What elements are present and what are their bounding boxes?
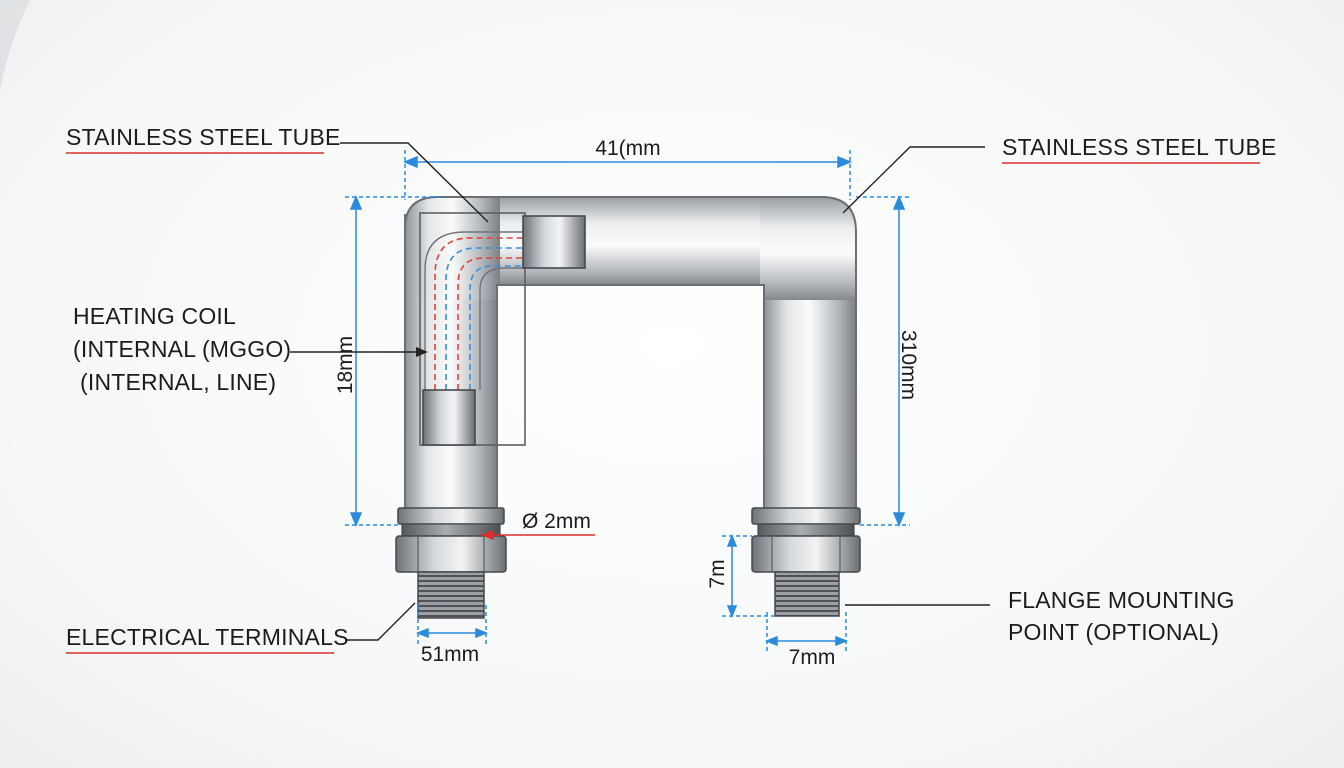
callout-coil-line-3: (INTERNAL, LINE) [80,369,276,395]
dim-left-thread-width: 51mm [421,643,479,666]
bottom-insulator-block [422,389,476,446]
callout-coil-line-1: HEATING COIL [73,303,236,329]
steel-tube [404,196,857,511]
callout-terminals: ELECTRICAL TERMINALS [66,624,349,650]
callout-flange-line-1: FLANGE MOUNTING [1008,587,1235,613]
right-fitting [751,507,861,617]
dimension-lines [345,150,910,652]
callout-tube-right: STAINLESS STEEL TUBE [1002,134,1277,160]
dim-right-height: 310mm [897,330,920,400]
corner-shadow [0,0,30,90]
diameter-marker [480,530,595,540]
callout-coil-line-2: (INTERNAL (MGGO) [73,336,291,362]
dim-right-fitting-height: 7m [706,559,729,588]
coil-leader-arrow [416,347,428,357]
left-fitting [395,507,507,619]
heating-coil [434,237,525,390]
leader-lines [290,142,990,641]
callout-tube-left: STAINLESS STEEL TUBE [66,124,341,150]
callout-flange-line-2: POINT (OPTIONAL) [1008,619,1219,645]
top-insulator-block [522,215,586,269]
dim-right-thread-width: 7mm [789,646,836,669]
dim-overall-width: 41(mm [595,137,660,160]
dim-left-height: 18mm [334,336,357,394]
dim-diameter: Ø 2mm [522,510,591,533]
